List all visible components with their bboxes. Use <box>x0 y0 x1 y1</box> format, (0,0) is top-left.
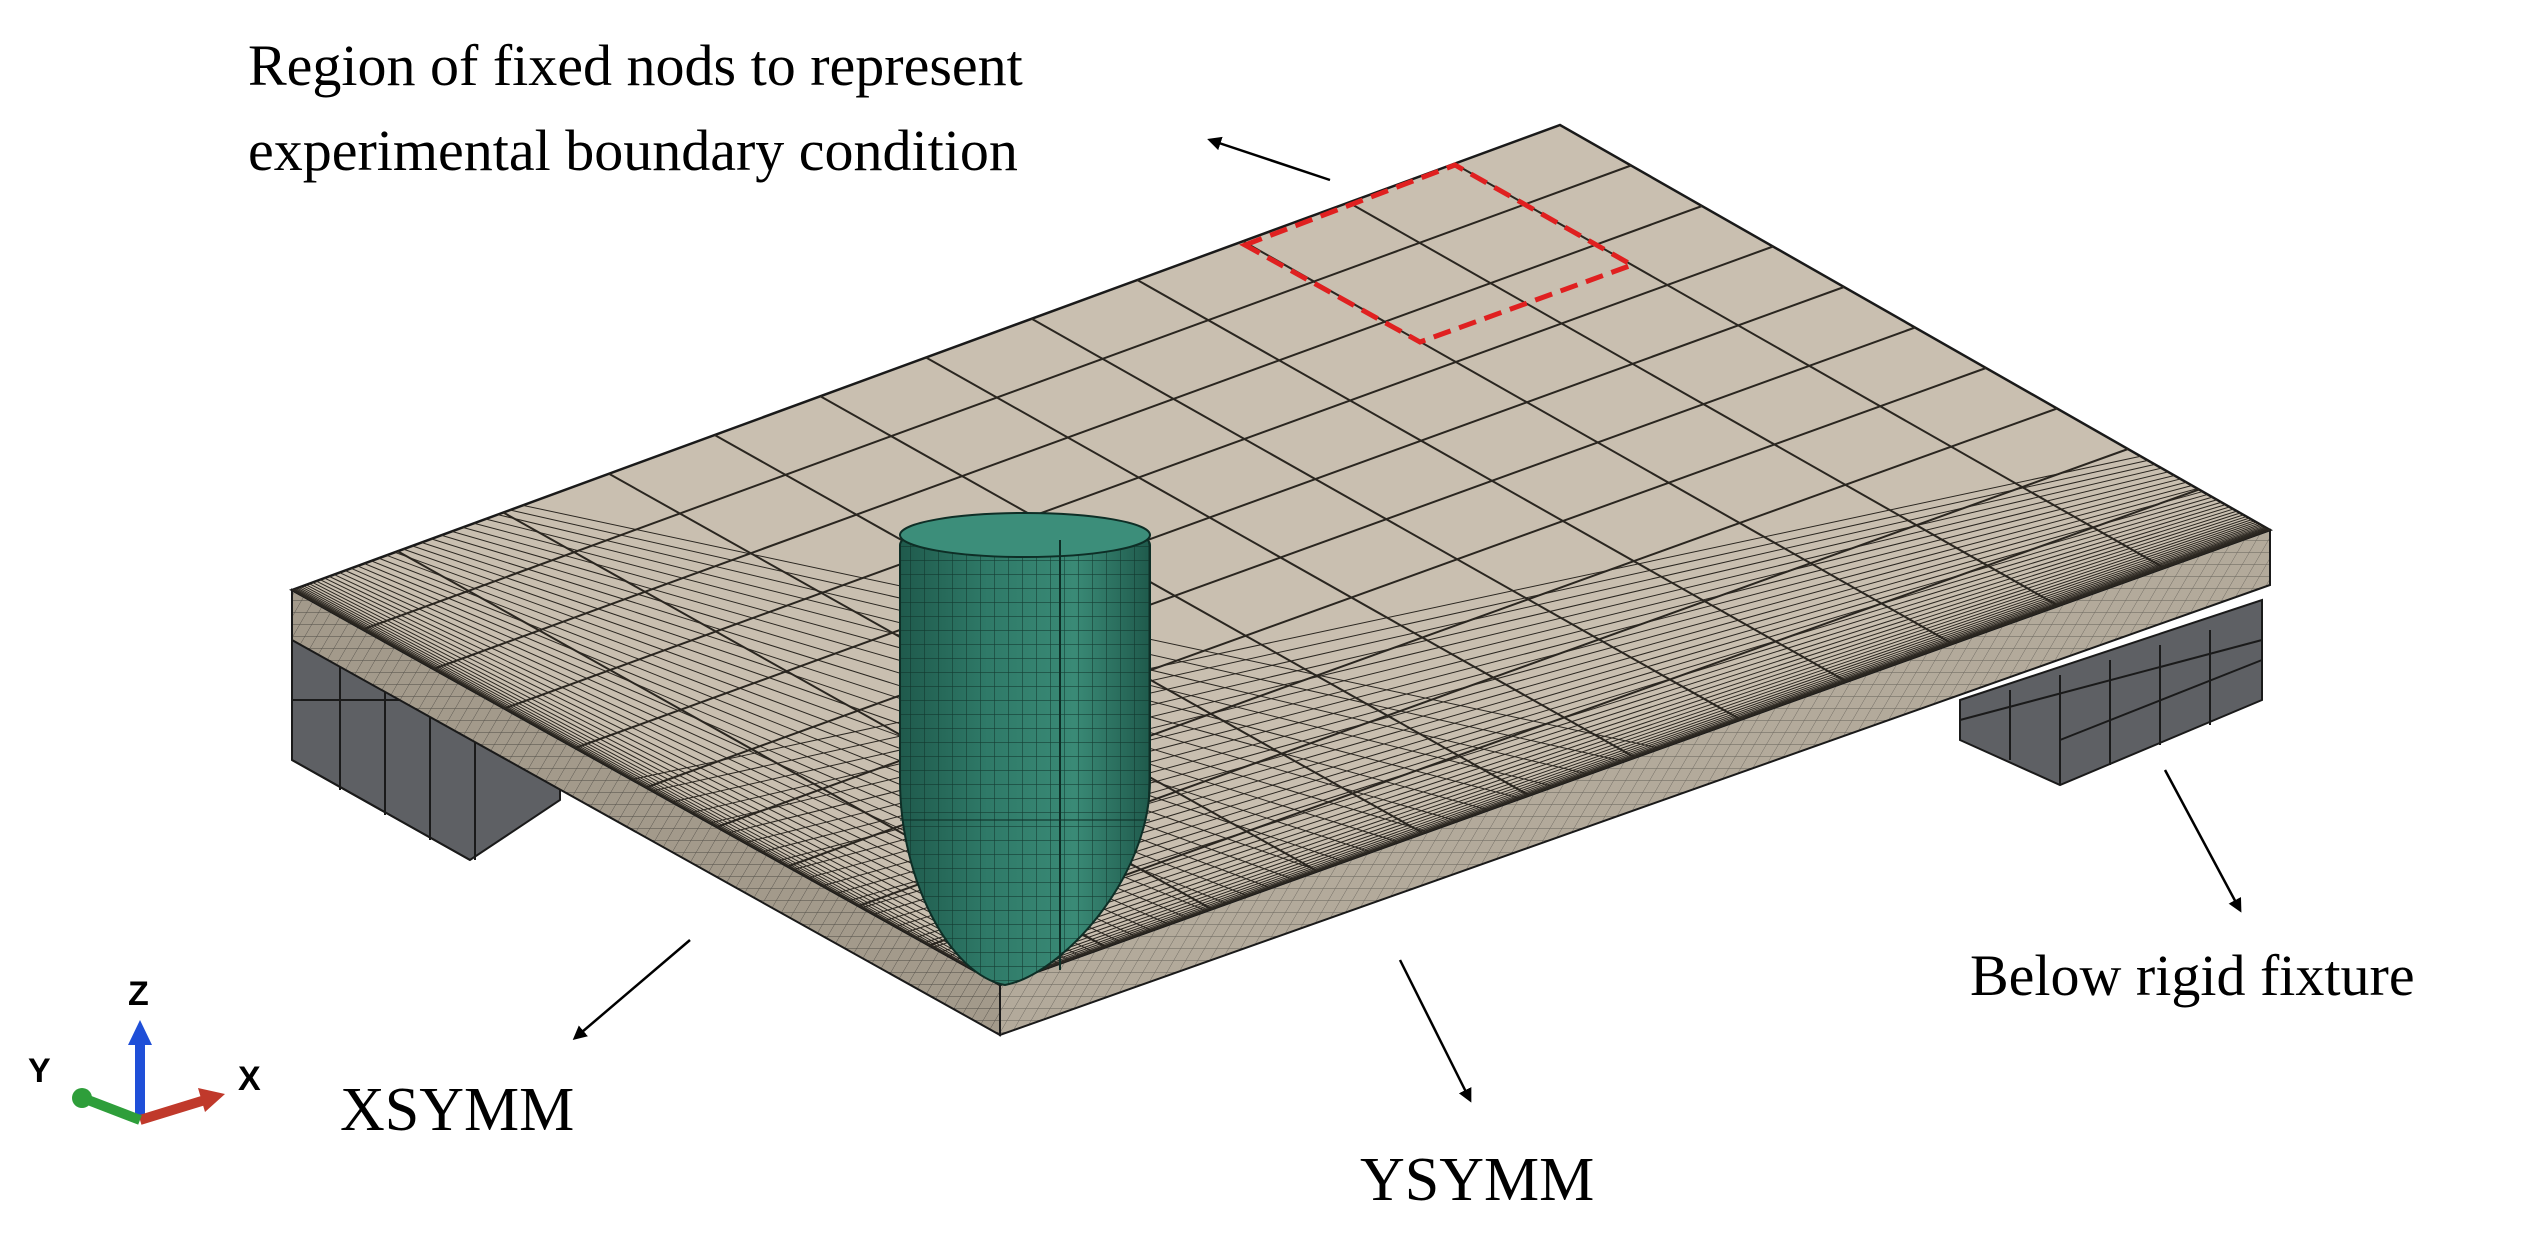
mesh-line <box>995 528 2269 984</box>
mesh-line <box>298 586 1021 979</box>
mesh-line <box>297 587 1016 981</box>
below-fixture-arrow <box>2163 769 2242 913</box>
mesh-line <box>306 584 1042 971</box>
projectile <box>899 512 1151 987</box>
mesh-line <box>403 548 1319 872</box>
y-axis-arrow <box>86 1095 142 1125</box>
mesh-line <box>981 525 2264 976</box>
coordinate-triad: Z X Y <box>28 975 261 1125</box>
mesh-line <box>504 245 1774 710</box>
xsymm-arrow <box>572 939 691 1040</box>
z-axis-label: Z <box>128 975 149 1013</box>
mesh-line <box>412 545 1345 863</box>
x-axis-label: X <box>238 1060 261 1098</box>
below-fixture-label: Below rigid fixture <box>1970 943 2415 1008</box>
ysymm-label: YSYMM <box>1360 1146 1594 1214</box>
mesh-line <box>292 589 1003 985</box>
y-axis-label: Y <box>28 1052 51 1090</box>
mesh-line <box>991 527 2268 981</box>
fixed-region-label-line2: experimental boundary condition <box>248 118 1018 183</box>
mesh-line <box>940 517 2250 953</box>
mesh-line <box>645 326 1916 789</box>
mesh-line <box>954 520 2255 961</box>
ysymm-arrow <box>1398 959 1472 1103</box>
x-axis-arrow <box>138 1095 207 1125</box>
mesh-line <box>977 524 2263 973</box>
mesh-line <box>972 524 2261 971</box>
mesh-line <box>631 455 2141 781</box>
right-rigid-fixture <box>1959 598 2263 787</box>
mesh-line <box>947 519 2252 957</box>
fixed-region-label-line1: Region of fixed nods to represent <box>248 33 1023 98</box>
mesh-line <box>997 529 2270 985</box>
mesh-line <box>574 286 1845 749</box>
y-axis-head <box>72 1088 92 1108</box>
fixed-nodes-region <box>1239 162 1638 345</box>
mesh-line <box>966 522 2259 968</box>
mesh-line <box>924 514 2244 944</box>
mesh-line <box>303 585 1034 974</box>
mesh-line <box>433 205 1703 670</box>
mesh-line <box>421 541 1372 853</box>
mesh-line <box>985 526 2266 978</box>
mesh-line <box>993 528 2269 983</box>
fixed-region-arrow <box>1207 136 1331 182</box>
x-axis-head <box>198 1088 225 1112</box>
plate-top-face <box>289 123 2273 987</box>
mesh-line <box>295 588 1011 982</box>
z-axis-head <box>128 1020 152 1045</box>
mesh-line <box>294 588 1008 983</box>
mesh-line <box>932 516 2247 948</box>
mesh-line <box>961 521 2257 964</box>
xsymm-label: XSYMM <box>340 1076 574 1144</box>
mesh-line <box>300 586 1027 977</box>
mesh-line <box>988 527 2267 980</box>
mesh-line <box>362 164 1632 631</box>
mesh-line <box>292 589 1002 986</box>
mesh-line <box>293 588 1005 984</box>
